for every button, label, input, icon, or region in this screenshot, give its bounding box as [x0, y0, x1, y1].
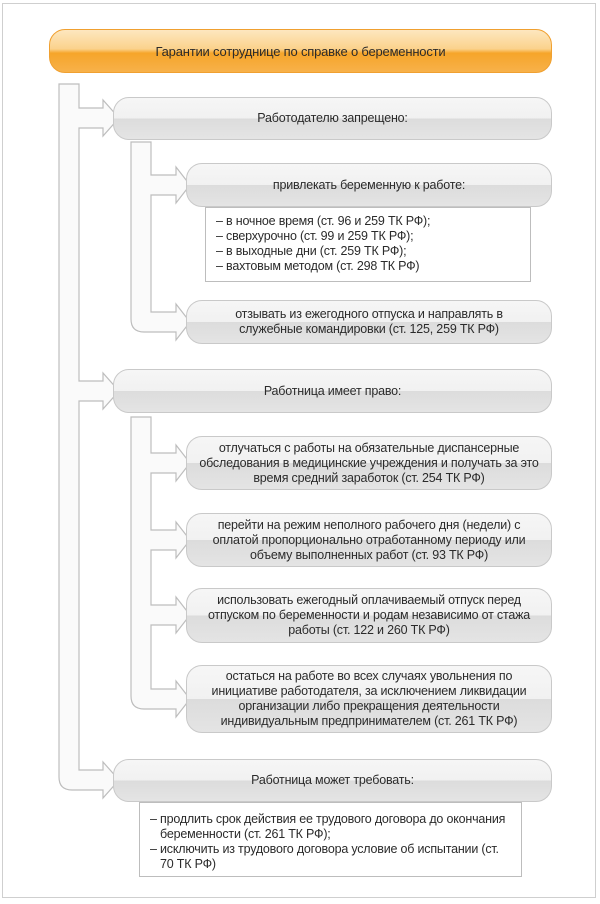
employer-forbidden-heading: Работодателю запрещено:	[113, 97, 552, 140]
right-item: использовать ежегодный оплачиваемый отпу…	[186, 588, 552, 643]
list-item: – вахтовым методом (ст. 298 ТК РФ)	[216, 259, 420, 273]
involve-in-work-heading: привлекать беременную к работе:	[186, 163, 552, 207]
diagram-frame	[2, 3, 596, 898]
list-item: – в выходные дни (ст. 259 ТК РФ);	[216, 244, 407, 258]
rights-sub-connector-arrow	[130, 416, 191, 719]
employee-demands-list: – продлить срок действия ее трудового до…	[139, 802, 522, 877]
right-item: перейти на режим неполного рабочего дня …	[186, 513, 552, 567]
employee-rights-heading: Работница имеет право:	[113, 369, 552, 413]
right-item: остаться на работе во всех случаях уволь…	[186, 665, 552, 733]
list-item: – сверхурочно (ст. 99 и 259 ТК РФ);	[216, 229, 414, 243]
employee-demands-heading: Работница может требовать:	[113, 759, 552, 802]
main-connector-arrow	[58, 83, 120, 800]
right-item: отлучаться с работы на обязательные дисп…	[186, 436, 552, 490]
list-item: – исключить из трудового договора услови…	[150, 842, 499, 871]
recall-from-vacation-box: отзывать из ежегодного отпуска и направл…	[186, 300, 552, 344]
forbidden-sub-connector-arrow	[130, 141, 191, 342]
list-item: – продлить срок действия ее трудового до…	[150, 812, 506, 841]
list-item: – в ночное время (ст. 96 и 259 ТК РФ);	[216, 214, 431, 228]
involve-in-work-list: – в ночное время (ст. 96 и 259 ТК РФ); –…	[205, 207, 531, 282]
diagram-title: Гарантии сотруднице по справке о беремен…	[49, 29, 552, 73]
